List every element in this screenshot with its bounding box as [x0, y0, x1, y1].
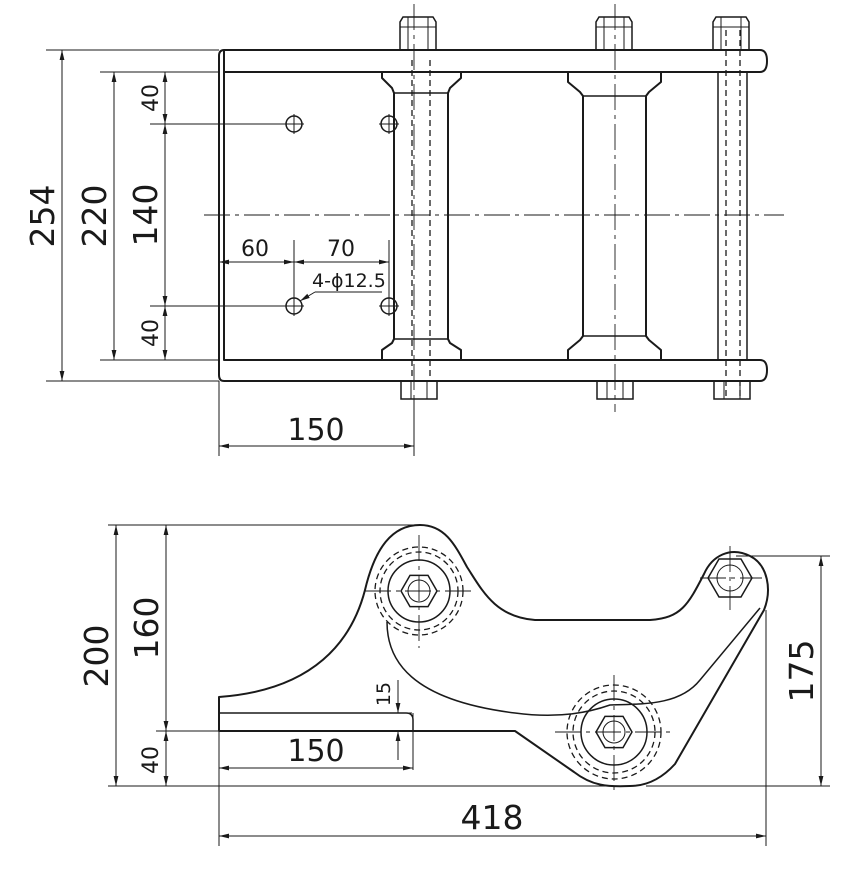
- side-extension-lines: [108, 524, 830, 846]
- roller-middle: [567, 71, 662, 361]
- dim-overall-height: 254: [23, 185, 62, 248]
- dim-hole-spacing-h: 70: [327, 237, 355, 262]
- top-plate-outline: [218, 49, 768, 382]
- dim-slot-length: 150: [287, 734, 344, 769]
- dim-slot-thickness: 15: [373, 682, 395, 706]
- dim-top-offset: 40: [139, 84, 164, 112]
- dim-inner-height: 220: [75, 185, 114, 248]
- dim-right-height: 175: [782, 640, 821, 703]
- top-view: 254 220 140 40 40 60 70 4-ϕ12.5 150: [23, 4, 784, 456]
- roller-left: [381, 60, 462, 378]
- mounting-holes: [284, 114, 399, 316]
- hole-callout: 4-ϕ12.5: [312, 270, 386, 292]
- dim-hole-spacing-v: 140: [126, 184, 165, 247]
- dim-hole-offset-h: 60: [241, 237, 269, 262]
- side-view: 200 160 40 15 150 418 175: [77, 524, 830, 846]
- side-plate-outline: [218, 524, 769, 788]
- dim-arm-height: 160: [127, 597, 166, 660]
- arm-inner-contour: [386, 607, 761, 716]
- dim-base-height: 40: [139, 746, 164, 774]
- dim-overall-length: 418: [461, 798, 524, 837]
- dim-roller-distance: 150: [287, 413, 344, 448]
- shaft-right: [717, 30, 748, 396]
- top-extension-lines: [46, 49, 415, 456]
- bottom-bolts: [400, 380, 751, 400]
- dim-bottom-offset: 40: [139, 319, 164, 347]
- top-dimension-lines: [59, 50, 414, 449]
- top-nuts: [399, 16, 750, 51]
- side-dimension-lines: [113, 525, 824, 839]
- slot-outline: [219, 712, 414, 731]
- dim-side-overall-height: 200: [77, 625, 116, 688]
